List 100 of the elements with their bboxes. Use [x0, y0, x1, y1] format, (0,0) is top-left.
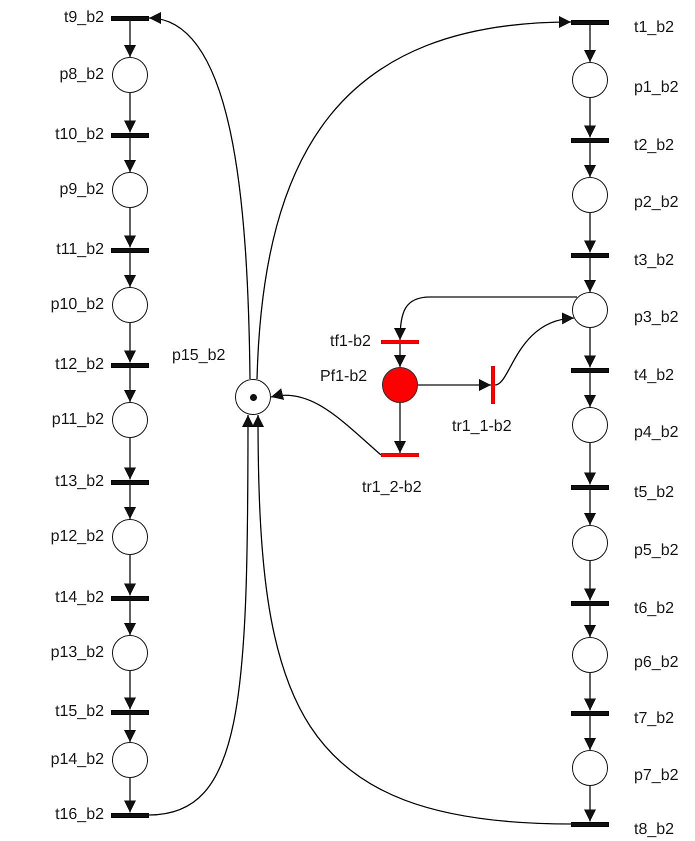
node-label: p12_b2	[50, 528, 104, 546]
place-circle	[572, 177, 608, 213]
place-circle	[112, 402, 148, 438]
place-circle	[112, 519, 148, 555]
arrow	[124, 778, 136, 812]
arrow	[584, 673, 596, 710]
node-label: p3_b2	[634, 309, 678, 327]
transition-bar	[571, 138, 609, 142]
node-label: p10_b2	[50, 296, 104, 314]
arrow	[394, 403, 406, 453]
arrow	[124, 323, 136, 362]
node-label: tr1_1-b2	[452, 418, 512, 436]
node-label: t3_b2	[634, 252, 674, 270]
node-label: t13_b2	[55, 473, 104, 491]
arrow	[418, 379, 491, 391]
arrow	[270, 389, 382, 456]
node-label: t9_b2	[64, 9, 104, 27]
arrow	[252, 415, 572, 825]
transition-bar	[111, 710, 149, 714]
transition-bar	[571, 822, 609, 826]
node-label: p2_b2	[634, 194, 678, 212]
place-circle	[112, 172, 148, 208]
arrow	[394, 296, 577, 340]
transition-bar	[381, 340, 419, 344]
node-label: t15_b2	[55, 703, 104, 721]
transition-bar	[111, 16, 149, 20]
arrow	[124, 671, 136, 710]
transition-bar	[571, 484, 609, 490]
node-label: p8_b2	[60, 66, 104, 84]
arrow	[584, 24, 596, 62]
node-label: p7_b2	[634, 767, 678, 785]
arrow	[584, 328, 596, 368]
place-circle	[572, 62, 608, 98]
node-label: tr1_2-b2	[362, 479, 422, 497]
place-circle	[235, 379, 271, 415]
arrow	[124, 20, 136, 57]
transition-bar	[491, 366, 495, 404]
arrow	[124, 252, 136, 287]
node-label: Pf1-b2	[320, 368, 368, 386]
node-label: t8_b2	[634, 821, 674, 839]
arrow	[584, 258, 596, 292]
transition-bar	[111, 596, 149, 600]
transition-bar	[111, 480, 149, 484]
arrow	[584, 786, 596, 822]
place-circle	[572, 637, 608, 673]
node-label: tf1-b2	[330, 333, 371, 351]
arrow	[148, 415, 254, 816]
node-label: p5_b2	[634, 542, 678, 560]
arrow	[584, 443, 596, 484]
arrow	[584, 142, 596, 177]
arrow	[124, 138, 136, 172]
node-label: t10_b2	[55, 126, 104, 144]
arrow	[584, 213, 596, 252]
arrow	[584, 372, 596, 407]
node-label: t4_b2	[634, 367, 674, 385]
transition-bar	[381, 453, 419, 457]
place-circle	[572, 525, 608, 561]
arrow	[584, 716, 596, 750]
arrow	[148, 14, 251, 380]
place-circle	[112, 57, 148, 93]
node-label: t7_b2	[634, 710, 674, 728]
arrow	[124, 93, 136, 132]
transition-bar	[111, 248, 149, 252]
arrow	[124, 208, 136, 248]
arrow	[124, 555, 136, 596]
node-label: p4_b2	[634, 424, 678, 442]
arrow	[124, 368, 136, 402]
arrow	[124, 484, 136, 519]
arrow	[584, 490, 596, 525]
place-circle	[112, 287, 148, 323]
arrow	[584, 98, 596, 138]
node-label: p11_b2	[52, 411, 104, 429]
transition-bar	[571, 368, 609, 372]
node-label: p13_b2	[50, 644, 104, 662]
transition-bar	[111, 812, 149, 818]
arrow	[584, 606, 596, 637]
arrow	[124, 714, 136, 742]
arrow	[584, 561, 596, 600]
arrow	[124, 600, 136, 635]
place-circle	[112, 742, 148, 778]
node-label: t12_b2	[55, 356, 104, 374]
node-label: t5_b2	[634, 484, 674, 502]
place-circle	[572, 407, 608, 443]
node-label: t16_b2	[55, 806, 104, 824]
place-circle	[572, 750, 608, 786]
node-label: p15_b2	[172, 347, 226, 365]
node-label: p1_b2	[634, 79, 678, 97]
node-label: t6_b2	[634, 600, 674, 618]
transition-bar	[111, 132, 149, 138]
arrow	[494, 314, 574, 386]
arrow	[256, 16, 572, 380]
transition-bar	[571, 710, 609, 716]
place-circle	[572, 292, 608, 328]
arrow	[124, 438, 136, 480]
node-label: t2_b2	[634, 137, 674, 155]
node-label: p9_b2	[60, 181, 104, 199]
transition-bar	[571, 252, 609, 258]
node-label: t11_b2	[56, 241, 104, 259]
node-label: t1_b2	[634, 19, 674, 37]
node-label: p6_b2	[634, 654, 678, 672]
